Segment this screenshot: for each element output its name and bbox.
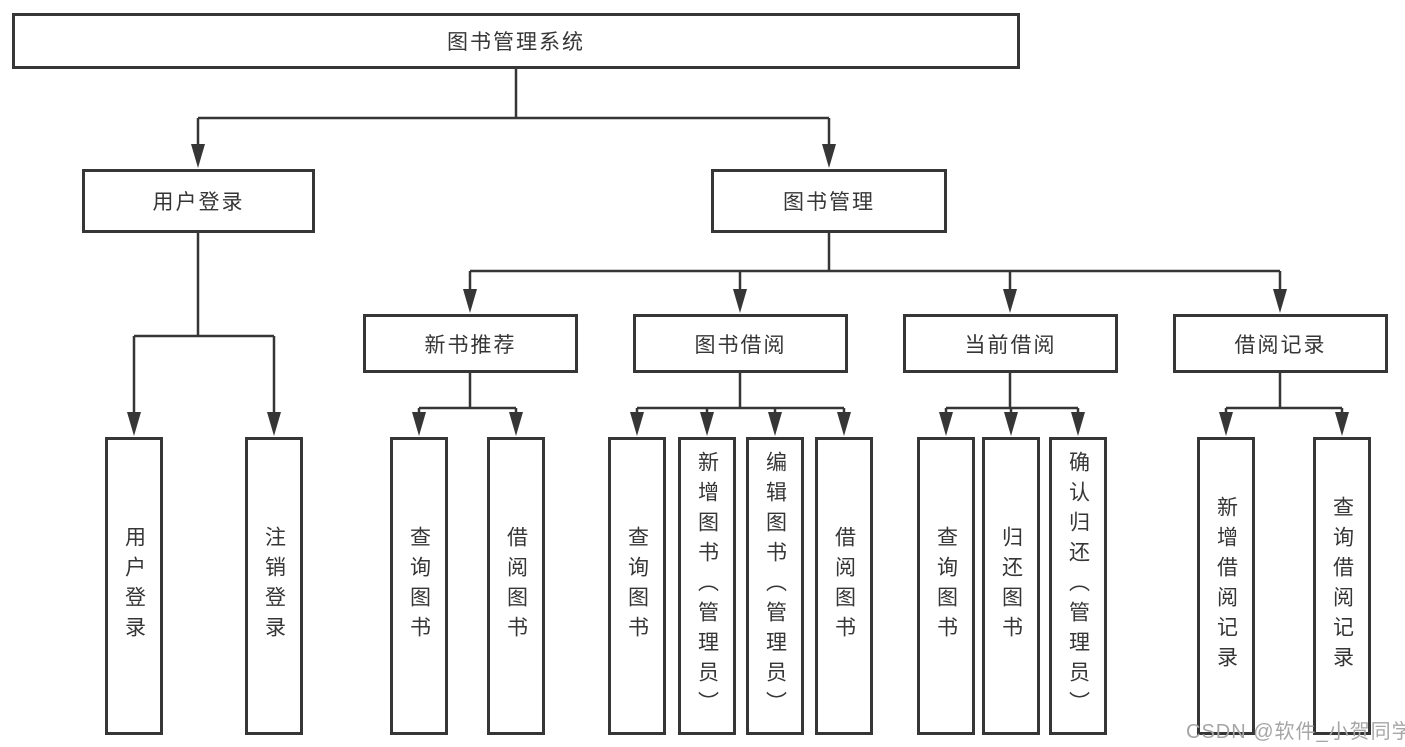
arrowhead-icons: [127, 144, 1349, 436]
leaf-confirm-return-admin: 确认归还（管理员）: [1049, 437, 1107, 735]
leaf-query-books-recommend: 查询图书: [390, 437, 448, 735]
leaf-query-borrow-record: 查询借阅记录: [1313, 437, 1371, 735]
leaf-query-books-borrow: 查询图书: [608, 437, 666, 735]
leaf-query-books-current: 查询图书: [917, 437, 975, 735]
leaf-add-borrow-record: 新增借阅记录: [1197, 437, 1255, 735]
node-current-borrowing: 当前借阅: [903, 314, 1118, 373]
node-user-login: 用户登录: [82, 169, 315, 233]
node-book-borrowing: 图书借阅: [633, 314, 848, 373]
node-new-book-recommendation: 新书推荐: [363, 314, 578, 373]
node-book-management: 图书管理: [711, 169, 947, 233]
leaf-logout: 注销登录: [245, 437, 303, 735]
leaf-borrow-books: 借阅图书: [815, 437, 873, 735]
node-borrowing-records: 借阅记录: [1173, 314, 1388, 373]
leaf-add-books-admin: 新增图书（管理员）: [678, 437, 736, 735]
leaf-return-books: 归还图书: [982, 437, 1040, 735]
leaf-user-login: 用户登录: [105, 437, 163, 735]
leaf-edit-books-admin: 编辑图书（管理员）: [746, 437, 804, 735]
connector-paths: [132, 69, 1344, 416]
csdn-watermark: CSDN @软件_小贺同学: [1186, 721, 1405, 743]
node-root-system-title: 图书管理系统: [12, 13, 1020, 69]
leaf-borrow-books-recommend: 借阅图书: [487, 437, 545, 735]
